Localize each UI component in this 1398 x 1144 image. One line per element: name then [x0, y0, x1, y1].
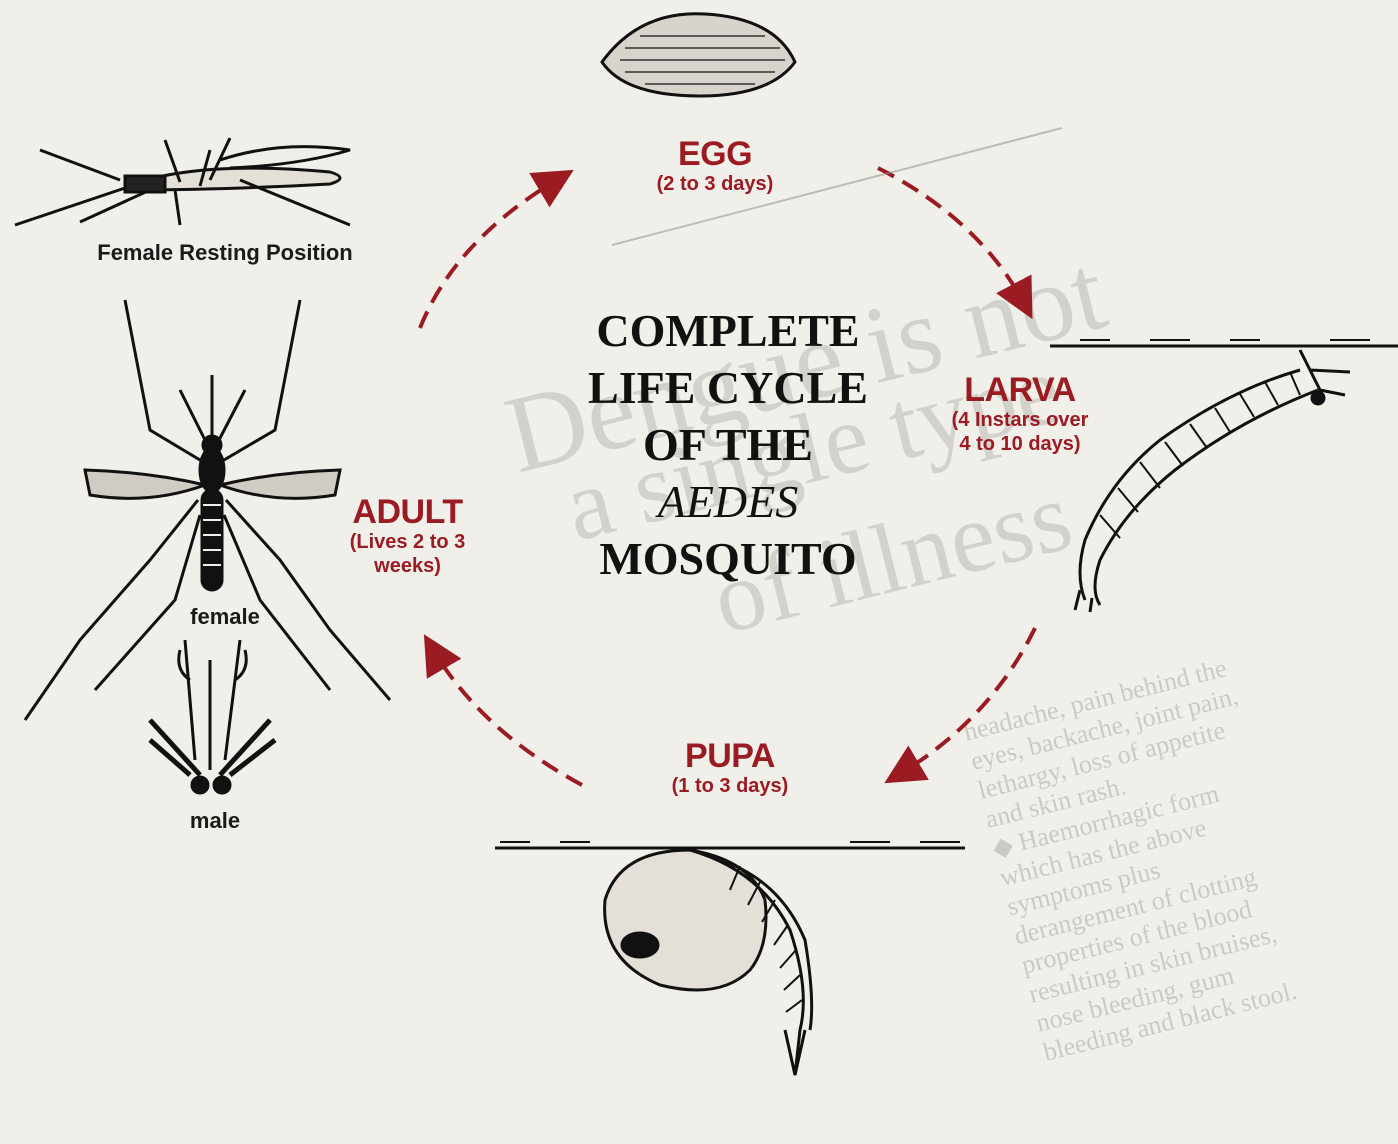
egg-duration: (2 to 3 days): [615, 172, 815, 196]
diagram-title: COMPLETE LIFE CYCLE OF THE AEDES MOSQUIT…: [548, 302, 908, 587]
adult-name: ADULT: [305, 494, 510, 530]
title-line-1: COMPLETE: [548, 302, 908, 359]
pupa-label: PUPA (1 to 3 days): [630, 738, 830, 798]
larva-duration-line-1: (4 Instars over: [915, 408, 1125, 432]
larva-name: LARVA: [915, 372, 1125, 408]
egg-label: EGG (2 to 3 days): [615, 136, 815, 196]
arrow-larva-to-pupa: [898, 628, 1035, 775]
adult-label: ADULT (Lives 2 to 3 weeks): [305, 494, 510, 578]
egg-name: EGG: [615, 136, 815, 172]
arrow-pupa-to-adult: [432, 648, 582, 785]
pupa-duration: (1 to 3 days): [630, 774, 830, 798]
title-line-4: AEDES: [548, 473, 908, 530]
larva-label: LARVA (4 Instars over 4 to 10 days): [915, 372, 1125, 456]
pupa-name: PUPA: [630, 738, 830, 774]
egg-illustration: [602, 14, 795, 96]
resting-mosquito-illustration: [15, 138, 350, 225]
male-caption: male: [140, 808, 290, 834]
arrow-adult-to-egg: [420, 178, 560, 328]
adult-duration-line-2: weeks): [305, 554, 510, 578]
resting-position-caption: Female Resting Position: [60, 240, 390, 266]
female-caption: female: [150, 604, 300, 630]
title-line-5: MOSQUITO: [548, 530, 908, 587]
arrow-egg-to-larva: [878, 168, 1025, 305]
pupa-illustration: [495, 842, 965, 1075]
larva-duration-line-2: 4 to 10 days): [915, 432, 1125, 456]
title-line-2: LIFE CYCLE: [548, 359, 908, 416]
male-mosquito-illustration: [150, 640, 275, 793]
adult-duration-line-1: (Lives 2 to 3: [305, 530, 510, 554]
title-line-3: OF THE: [548, 416, 908, 473]
